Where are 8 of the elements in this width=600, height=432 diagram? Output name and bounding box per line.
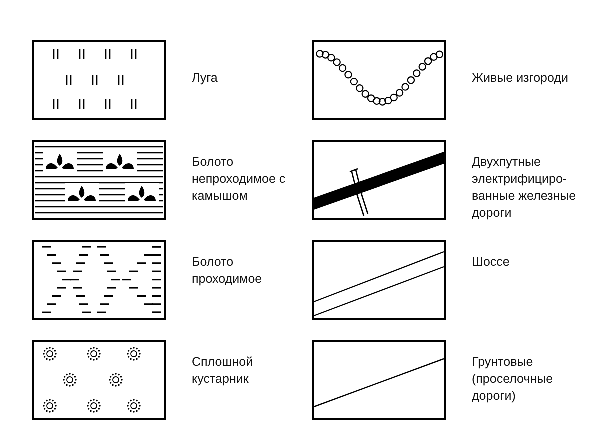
legend-label: Болото проходимое [192, 254, 264, 288]
legend-label: Живые изгороди [472, 70, 570, 87]
legend-label: Сплошной кустарник [192, 354, 254, 388]
legend-label: Болото непроходимое с камышом [192, 154, 287, 205]
legend-label: Луга [192, 70, 219, 87]
legend-label: Грунтовые (проселочные дороги) [472, 354, 554, 405]
legend-label: Двухпутные электрифициро- ванные железные дороги [472, 154, 578, 222]
legend-label: Шоссе [472, 254, 511, 271]
